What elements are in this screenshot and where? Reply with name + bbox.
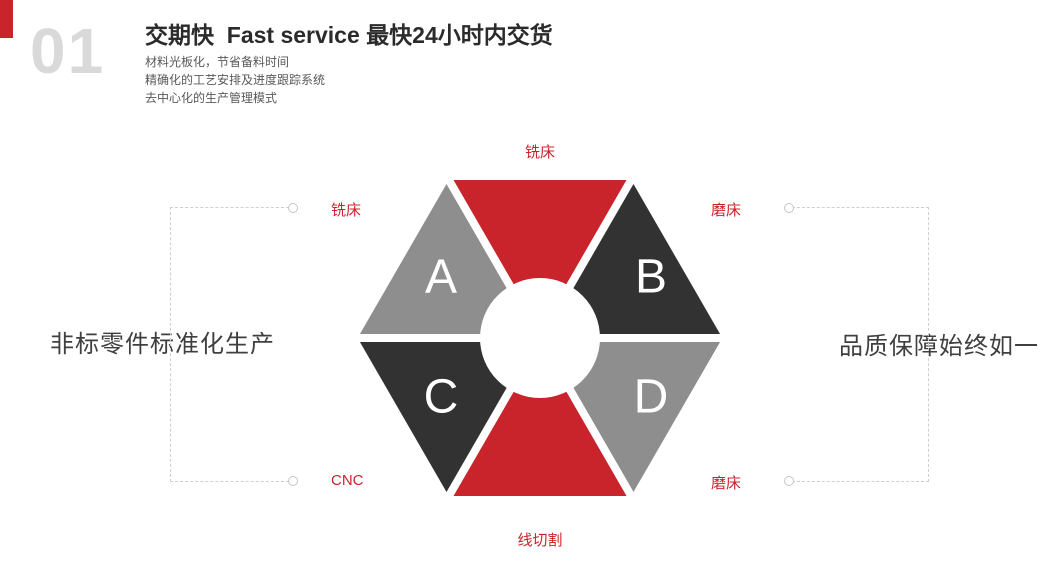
right-dashed-bracket [792,207,929,482]
label-lower-right: 磨床 [711,475,742,492]
corner-accent-bar [0,0,13,38]
label-top: 铣床 [524,144,555,161]
connector-dot-icon [784,476,794,486]
center-circle [480,278,600,398]
right-caption: 品质保障始终如一 [839,333,1039,360]
segment-letter-c: C [424,371,459,424]
left-caption: 非标零件标准化生产 [50,331,275,358]
connector-dot-icon [784,203,794,213]
bullet-item: 去中心化的生产管理模式 [145,91,278,105]
bullet-item: 精确化的工艺安排及进度跟踪系统 [145,73,326,87]
label-bottom: 线切割 [517,532,563,549]
hexagon-diagram: A B C D [346,167,734,509]
label-lower-left: CNC [331,472,364,489]
section-number: 01 [30,15,106,87]
segment-letter-d: D [634,371,669,424]
connector-dot-icon [288,203,298,213]
label-upper-right: 磨床 [711,202,742,219]
triangle-a [346,167,547,342]
segment-letter-b: B [635,251,667,304]
segment-letter-a: A [425,251,457,304]
label-upper-left: 铣床 [331,202,362,219]
bullet-item: 材料光板化，节省备料时间 [145,55,290,69]
connector-dot-icon [288,476,298,486]
bullet-list: 材料光板化，节省备料时间 精确化的工艺安排及进度跟踪系统 去中心化的生产管理模式 [145,53,325,107]
page-title: 交期快 Fast service 最快24小时内交货 [145,22,553,48]
left-dashed-bracket [170,207,289,482]
